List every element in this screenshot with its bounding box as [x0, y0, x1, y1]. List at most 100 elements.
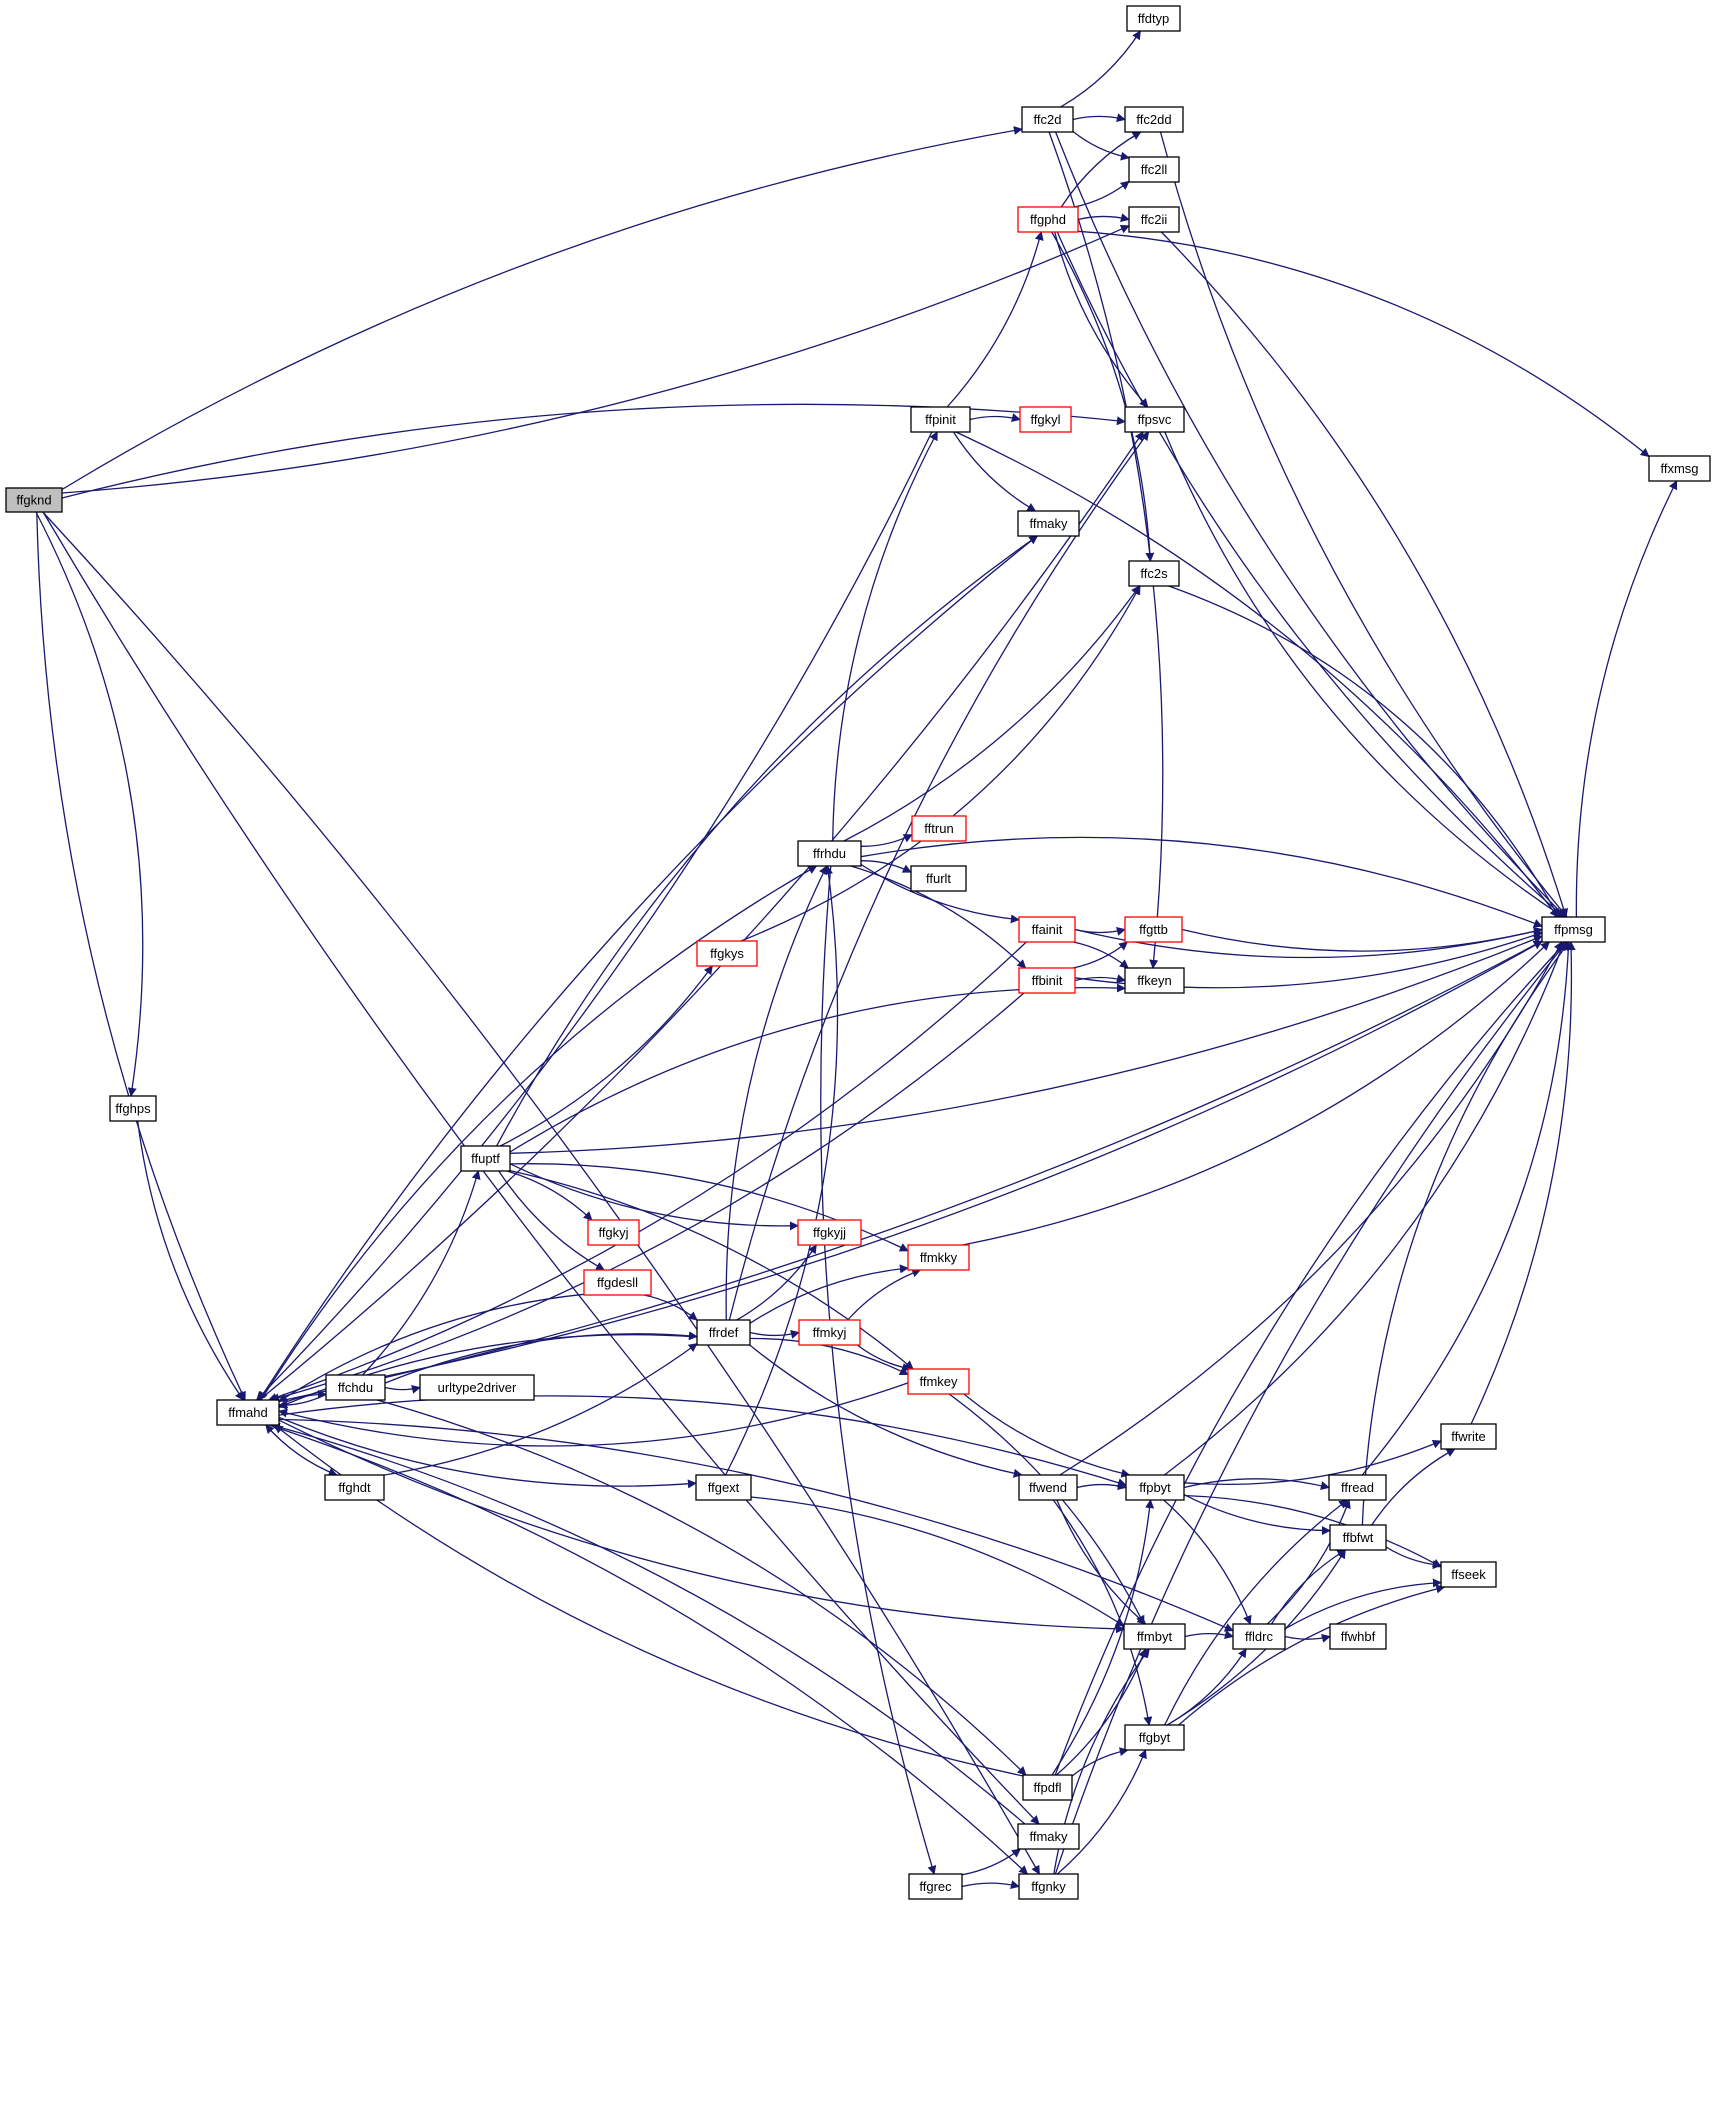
edge-ffmahd-to-ffgext — [278, 1416, 697, 1489]
node-ffgbyt[interactable]: ffgbyt — [1124, 1724, 1185, 1751]
node-label: ffmbyt — [1137, 1629, 1173, 1644]
node-ffmahd[interactable]: ffmahd — [216, 1399, 280, 1426]
node-ffuptf[interactable]: ffuptf — [460, 1145, 511, 1172]
node-ffc2d[interactable]: ffc2d — [1021, 106, 1074, 133]
node-urltype2driver[interactable]: urltype2driver — [419, 1374, 535, 1401]
node-ffseek[interactable]: ffseek — [1440, 1561, 1497, 1588]
edge-ffmkyj-to-ffmkey — [856, 1344, 912, 1372]
node-ffrdef[interactable]: ffrdef — [696, 1319, 751, 1346]
edge-line — [496, 535, 1039, 1147]
edge-ffmkey-to-ffpbyt — [963, 1393, 1131, 1478]
edge-line — [1575, 480, 1678, 918]
node-ffmbyt[interactable]: ffmbyt — [1123, 1623, 1186, 1650]
node-label: ffpbyt — [1139, 1480, 1171, 1495]
node-ffpsvc[interactable]: ffpsvc — [1124, 406, 1185, 433]
node-ffwend[interactable]: ffwend — [1018, 1474, 1078, 1501]
node-ffldrc[interactable]: ffldrc — [1232, 1623, 1286, 1650]
node-ffxmsg[interactable]: ffxmsg — [1648, 455, 1711, 482]
edge-ffgknd-to-ffc2d — [61, 126, 1023, 491]
edge-ffmahd-to-ffpsvc — [258, 431, 1144, 1401]
edge-line — [1163, 1499, 1252, 1625]
node-ffpdfl[interactable]: ffpdfl — [1022, 1774, 1073, 1801]
node-label: ffmkyj — [813, 1325, 847, 1340]
edge-ffpbyt-to-ffwrite — [1183, 1439, 1442, 1486]
edge-line — [278, 1418, 1234, 1632]
node-ffc2s[interactable]: ffc2s — [1128, 560, 1180, 587]
edge-ffrdef-to-ffmkky — [749, 1264, 909, 1324]
node-ffgttb[interactable]: ffgttb — [1124, 916, 1183, 943]
edge-line — [509, 934, 1543, 1154]
node-box — [907, 1368, 970, 1395]
edge-ffwend-to-ffmbyt — [1056, 1499, 1147, 1625]
edge-line — [725, 865, 828, 1321]
node-label: ffc2ll — [1141, 162, 1168, 177]
node-ffainit[interactable]: ffainit — [1018, 916, 1076, 943]
edge-ffgphd-to-ffxmsg — [1077, 230, 1650, 458]
edge-ffwrite-to-ffpmsg — [1470, 941, 1576, 1425]
node-label: ffgdesll — [597, 1275, 638, 1290]
node-ffbfwt[interactable]: ffbfwt — [1329, 1524, 1387, 1551]
node-ffpinit[interactable]: ffpinit — [910, 406, 971, 433]
node-ffgrec[interactable]: ffgrec — [908, 1873, 963, 1900]
node-ffmkky[interactable]: ffmkky — [907, 1244, 970, 1271]
edge-ffgext-to-ffmbyt — [750, 1496, 1125, 1627]
node-ffbinit[interactable]: ffbinit — [1018, 967, 1076, 994]
node-box — [1124, 1724, 1185, 1751]
node-ffwrite[interactable]: ffwrite — [1440, 1423, 1497, 1450]
edge-ffgbyt-to-ffseek — [1178, 1584, 1446, 1726]
node-ffurlt[interactable]: ffurlt — [910, 865, 967, 892]
edge-ffc2ii-to-ffpmsg — [1160, 231, 1569, 918]
node-ffgkyjj[interactable]: ffgkyjj — [797, 1219, 862, 1246]
node-ffrhdu[interactable]: ffrhdu — [797, 840, 862, 867]
node-ffc2ll[interactable]: ffc2ll — [1128, 156, 1180, 183]
edge-line — [1159, 131, 1568, 918]
node-ffgknd[interactable]: ffgknd — [5, 487, 63, 513]
node-ffmaky-top[interactable]: ffmaky — [1017, 510, 1080, 537]
node-ffgnky[interactable]: ffgnky — [1018, 1873, 1079, 1900]
node-label: ffpsvc — [1138, 412, 1172, 427]
edge-ffbfwt-to-ffwrite — [1371, 1448, 1456, 1526]
edge-line — [376, 1399, 1027, 1776]
node-ffwhbf[interactable]: ffwhbf — [1329, 1623, 1387, 1650]
node-ffread[interactable]: ffread — [1328, 1474, 1387, 1501]
edge-line — [1284, 1578, 1442, 1630]
edge-line — [258, 431, 1144, 1401]
node-ffgdesll[interactable]: ffgdesll — [583, 1269, 652, 1296]
node-ffgext[interactable]: ffgext — [695, 1474, 752, 1501]
node-ffmkey[interactable]: ffmkey — [907, 1368, 970, 1395]
edge-ffc2d-to-ffc2ll — [1072, 130, 1130, 161]
edge-line — [1184, 1630, 1234, 1639]
node-ffdtyp[interactable]: ffdtyp — [1126, 5, 1181, 32]
node-box — [1329, 1623, 1387, 1650]
edge-line — [383, 1343, 698, 1476]
node-label: ffuptf — [471, 1151, 500, 1166]
node-ffmkyj[interactable]: ffmkyj — [798, 1319, 861, 1346]
edge-line — [1168, 585, 1560, 918]
node-ffgphd[interactable]: ffgphd — [1017, 206, 1079, 233]
edge-ffgbyt-to-ffread — [1164, 1499, 1349, 1726]
edge-line — [1183, 1494, 1331, 1536]
edge-line — [270, 1422, 1026, 1825]
edge-ffrdef-to-ffmkey — [749, 1337, 909, 1376]
node-ffpmsg[interactable]: ffpmsg — [1541, 916, 1606, 943]
edge-line — [258, 535, 1038, 1401]
node-ffghdt[interactable]: ffghdt — [324, 1474, 385, 1501]
node-ffc2ii[interactable]: ffc2ii — [1128, 206, 1180, 233]
node-ffpbyt[interactable]: ffpbyt — [1125, 1474, 1185, 1501]
node-label: ffmkey — [919, 1374, 958, 1389]
node-fftrun[interactable]: fftrun — [911, 815, 967, 842]
node-ffkeyn[interactable]: ffkeyn — [1124, 967, 1185, 994]
edge-ffgknd-to-ffgnky — [42, 511, 1040, 1875]
node-label: ffrhdu — [813, 846, 846, 861]
edge-ffmahd-to-ffldrc — [278, 1418, 1234, 1632]
node-label: ffbinit — [1032, 973, 1063, 988]
node-ffgkys[interactable]: ffgkys — [696, 940, 758, 967]
node-ffc2dd[interactable]: ffc2dd — [1124, 106, 1184, 133]
node-ffmaky-bot[interactable]: ffmaky — [1017, 1823, 1080, 1850]
edge-ffbfwt-to-ffpmsg — [1361, 941, 1570, 1526]
node-ffghps[interactable]: ffghps — [109, 1095, 157, 1122]
node-ffgkyj[interactable]: ffgkyj — [587, 1219, 640, 1246]
node-ffgkyl[interactable]: ffgkyl — [1019, 406, 1072, 433]
node-ffchdu[interactable]: ffchdu — [325, 1374, 386, 1401]
node-label: ffurlt — [926, 871, 951, 886]
